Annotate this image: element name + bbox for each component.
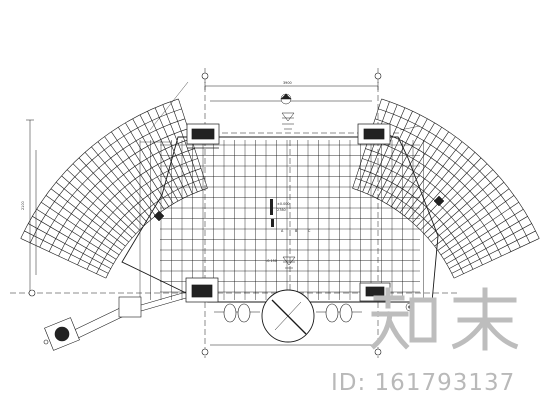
fan-ray-line [118,127,170,207]
level-marks [270,199,274,227]
fan-ring-line [355,178,464,274]
fan-ray-line [395,131,449,210]
dimension-label-left: 2100 [21,201,25,210]
fan-ray-line [357,101,390,191]
fan-ray-line [20,238,107,279]
dimension-lines [26,82,379,346]
fan-ray-line [427,175,499,239]
fan-ray-line [408,146,469,220]
fan-ray-line [104,136,161,213]
fan-ray-line [446,216,528,265]
fan-ray-line [32,216,114,265]
pavilion-top-left [186,123,220,149]
fan-ray-line [443,208,524,260]
central-plaza [121,136,439,303]
seating-row [214,303,362,323]
axis-marker [201,348,209,356]
fan-ray-line [132,118,179,202]
axis-marker [201,72,209,80]
dimension-label-top: 3900 [283,81,292,85]
axis-marker [374,348,382,356]
level-label-1: ±0.000 [277,202,290,206]
fan-ray-line [372,111,413,197]
fan-ray-line [399,136,456,213]
fan-ray-line [390,127,442,207]
path-connector [43,291,187,351]
fan-ray-line [28,223,111,269]
fan-ring-line [352,188,455,279]
fan-ray-line [453,238,540,279]
fan-ray-line [434,188,510,247]
fan-ray-line [24,230,109,274]
fan-ray-line [386,122,435,204]
fan-ray-line [125,122,174,204]
watermark-id: ID: 161793137 [331,370,516,396]
left-fan-canopy [20,98,208,279]
small-label-a: A [281,229,284,233]
fan-ray-line [367,107,406,195]
fan-ray-line [451,230,536,274]
fan-ray-line [78,157,144,227]
fan-ray-line [36,208,117,260]
fan-ray-line [449,223,532,269]
direction-arrows [281,112,296,269]
fan-ray-line [50,188,126,247]
fan-ray-line [377,114,421,199]
fan-ray-line [41,201,120,256]
leader-lines [140,81,421,143]
level-label-2: -0.150 [266,259,277,263]
fan-ray-line [423,169,494,235]
central-fountain [261,289,315,343]
north-arrow-marks [153,93,445,312]
fan-ray-line [431,181,505,243]
axis-marker [374,72,382,80]
dimension-label-center: 2780 [277,208,286,212]
fan-ray-line [440,201,519,256]
small-label-c: C [308,229,311,233]
fan-ray-line [91,146,152,220]
axis-markers [28,72,382,356]
fan-ray-line [45,195,123,251]
fan-ray-line [55,181,129,243]
fan-ray-line [72,163,140,231]
plaza-outline [121,136,439,303]
fan-ray-line [61,175,133,239]
fan-ray-line [404,141,463,217]
fan-ray-line [170,101,203,191]
small-label-b: B [295,229,298,233]
fan-ray-line [437,195,515,251]
fan-ray-line [416,157,482,227]
fan-ray-line [381,118,428,202]
watermark-logo [370,287,519,351]
pavilion-bottom-left [185,277,219,303]
axis-marker [28,289,36,297]
fan-ray-line [362,104,398,193]
fan-ray-line [97,141,156,217]
fan-ray-line [66,169,137,235]
pavilion-top-right [357,123,391,145]
fan-ray-line [162,104,198,193]
fan-ray-line [139,114,183,199]
fan-ray-line [147,111,188,197]
fan-ray-line [412,152,476,223]
fan-ray-line [84,152,148,223]
fan-ray-line [111,131,165,210]
